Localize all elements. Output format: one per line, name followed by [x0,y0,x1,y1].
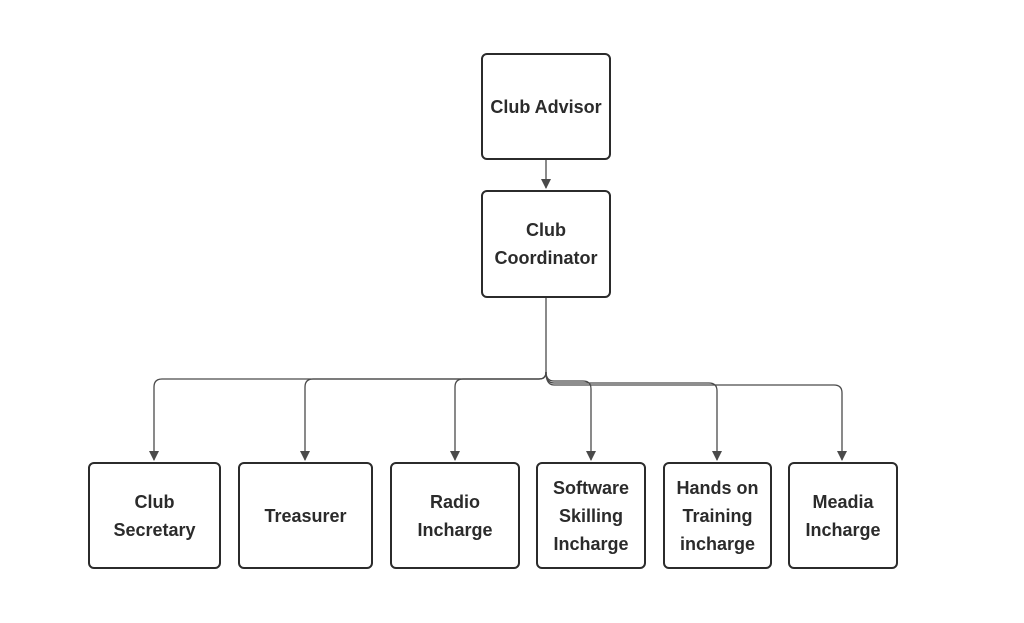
node-club-secretary-label: Club Secretary [113,491,196,540]
node-software-skilling-incharge: Software Skilling Incharge [536,462,646,569]
node-club-coordinator-label: Club Coordinator [494,220,598,268]
connector-to-radio-incharge [450,371,547,461]
node-hands-on-training-incharge: Hands on Training incharge [663,462,772,569]
connector-to-media-incharge [545,371,847,461]
node-hands-on-training-incharge-label: Hands on Training incharge [676,477,759,554]
node-treasurer: Treasurer [238,462,373,569]
node-media-incharge-label: Meadia Incharge [805,491,881,540]
node-radio-incharge-label: Radio Incharge [417,491,493,540]
node-media-incharge: Meadia Incharge [788,462,898,569]
node-club-advisor-label: Club Advisor [490,96,602,117]
node-club-coordinator: Club Coordinator [481,190,611,298]
node-treasurer-label: Treasurer [264,505,347,526]
node-club-advisor: Club Advisor [481,53,611,160]
node-software-skilling-incharge-label: Software Skilling Incharge [552,477,630,554]
connector-to-club-secretary [149,371,547,461]
node-club-secretary: Club Secretary [88,462,221,569]
node-radio-incharge: Radio Incharge [390,462,520,569]
connector-to-treasurer [300,371,547,461]
